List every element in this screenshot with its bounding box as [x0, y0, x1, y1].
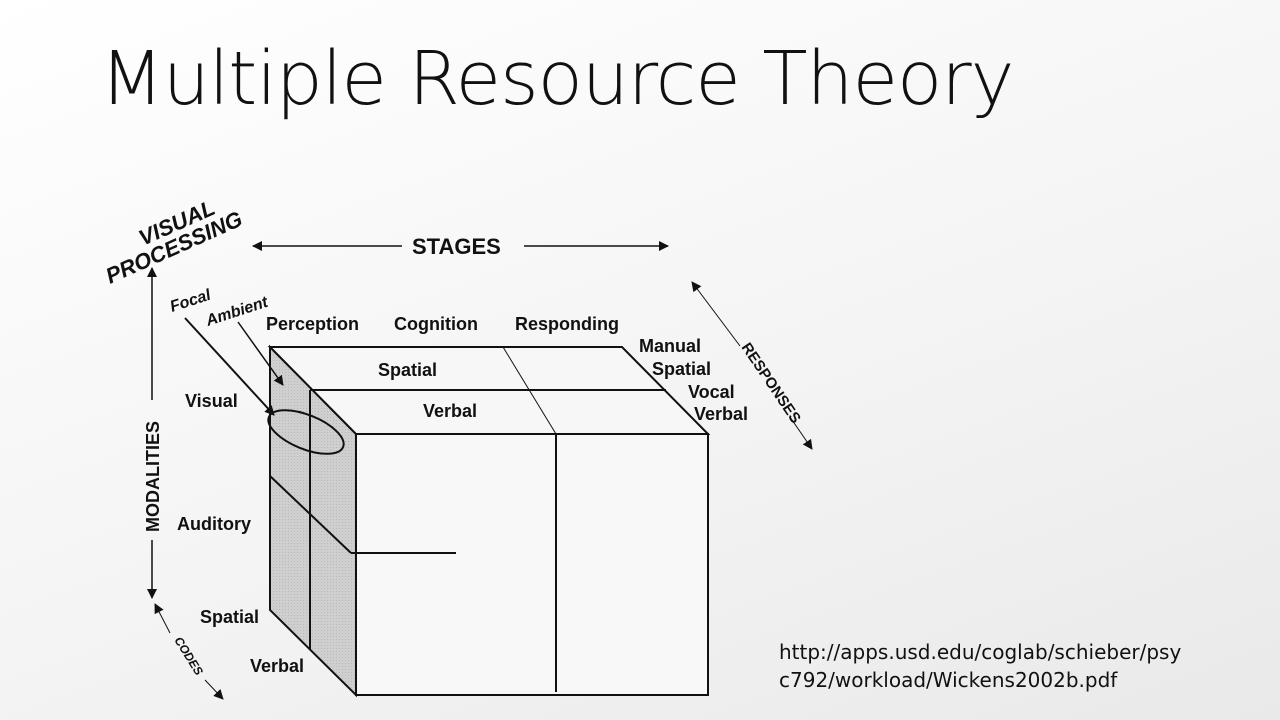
code-spatial-label: Spatial	[200, 607, 259, 627]
source-line-2: c792/workload/Wickens2002b.pdf	[779, 668, 1118, 692]
codes-arrow-up	[154, 603, 171, 634]
codes-arrow-down	[204, 679, 224, 700]
stages-axis-label: STAGES	[412, 234, 501, 259]
stage-perception-label: Perception	[266, 314, 359, 334]
slide-title: Multiple Resource Theory	[100, 36, 1014, 122]
ambient-arrow	[237, 321, 284, 386]
responses-arrow-down	[789, 416, 813, 450]
top-code-spatial-label: Spatial	[378, 360, 437, 380]
modalities-axis-label: MODALITIES	[143, 421, 163, 532]
response-manual-label: Manual	[639, 336, 701, 356]
focal-arrow	[184, 317, 275, 416]
responses-arrow-up	[691, 281, 741, 347]
top-code-verbal-label: Verbal	[423, 401, 477, 421]
response-verbal-label: Verbal	[694, 404, 748, 424]
source-citation: http://apps.usd.edu/coglab/schieber/psy …	[779, 638, 1199, 694]
source-line-1: http://apps.usd.edu/coglab/schieber/psy	[779, 640, 1182, 664]
modality-divider-left	[269, 475, 352, 554]
cube-front-face	[355, 433, 709, 696]
focal-ellipse	[267, 409, 345, 455]
stage-cognition-label: Cognition	[394, 314, 478, 334]
response-spatial-label: Spatial	[652, 359, 711, 379]
code-verbal-label: Verbal	[250, 656, 304, 676]
ambient-label: Ambient	[203, 294, 271, 330]
modality-visual-label: Visual	[185, 391, 238, 411]
stage-responding-label: Responding	[515, 314, 619, 334]
modality-auditory-label: Auditory	[177, 514, 251, 534]
codes-axis-label: CODES	[171, 634, 205, 678]
top-face-stage-divider	[502, 346, 557, 435]
focal-label: Focal	[168, 287, 214, 316]
response-vocal-label: Vocal	[688, 382, 735, 402]
